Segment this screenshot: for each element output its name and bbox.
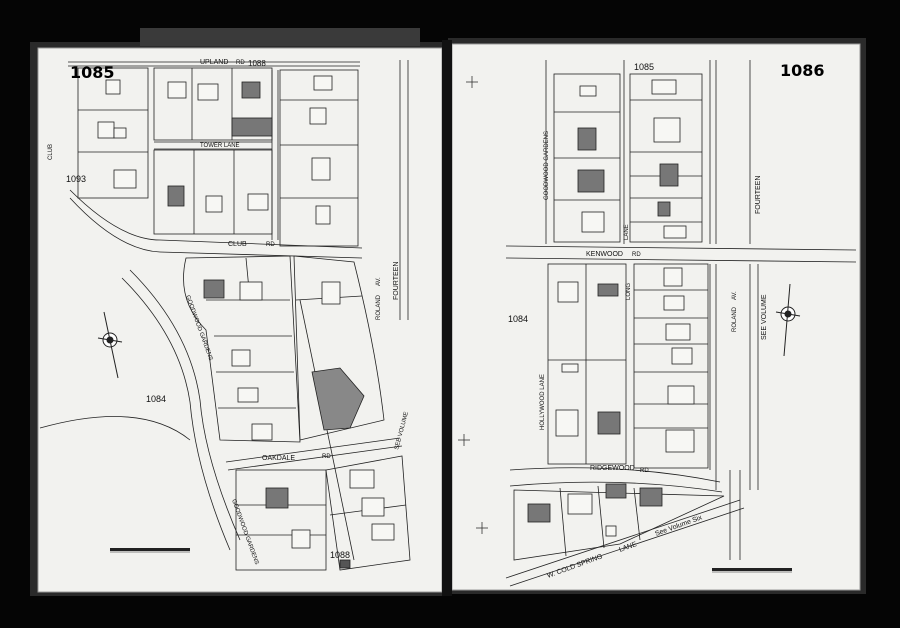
right-buildings: [527, 79, 695, 537]
adjacent-ref-bottom: 1088: [330, 550, 350, 560]
adjacent-ref-lower-left: 1084: [146, 394, 166, 404]
street-lane: LANE: [624, 224, 630, 240]
adjacent-ref-top: 1088: [248, 59, 266, 68]
scale-bar: [712, 568, 792, 573]
street-club-rd-suffix: RD: [266, 242, 275, 248]
sheet-number-1085: 1085: [70, 63, 115, 82]
north-arrow-icon: [97, 311, 123, 379]
street-oakdale-suffix: RD: [322, 454, 331, 460]
left-page: 1085 UPLAND RD 1088 TOWER LANE 1093 CLUB…: [37, 47, 443, 593]
street-tower-lane: TOWER LANE: [200, 143, 240, 149]
sheet-number-1086: 1086: [780, 61, 825, 80]
street-roland: ROLAND: [732, 306, 738, 332]
large-institutional-building: [311, 367, 365, 431]
book-gutter: [442, 40, 452, 596]
street-upland-suffix: RD: [236, 60, 245, 66]
scale-bar: [110, 548, 190, 553]
see-volume-note: SEE VOLUME: [761, 294, 768, 340]
right-page: 1086 1085 GOODWOOD GARDENS LANE KENWOOD …: [451, 43, 861, 591]
street-fourteen: FOURTEEN: [393, 262, 400, 300]
street-roland-suffix: AV.: [732, 291, 738, 300]
street-club-rd: CLUB: [228, 241, 247, 248]
street-fourteen: FOURTEEN: [755, 176, 762, 214]
street-club-side: CLUB: [48, 144, 54, 160]
registration-marks: [458, 76, 488, 534]
street-upland: UPLAND: [200, 59, 228, 66]
right-top-blocks: [505, 60, 857, 490]
top-tab: [140, 28, 420, 46]
street-ridgewood-suffix: RD: [640, 468, 649, 474]
adjacent-ref-left: 1084: [508, 314, 528, 324]
north-arrow-icon: [775, 283, 801, 357]
left-lower-blocks: [39, 255, 411, 571]
street-long: LONG: [626, 283, 632, 300]
street-roland-suffix: AV.: [376, 277, 382, 286]
street-ridgewood: RIDGEWOOD: [590, 465, 635, 472]
street-oakdale: OAKDALE: [262, 455, 295, 462]
street-kenwood: KENWOOD: [586, 251, 623, 258]
adjacent-ref-left: 1093: [66, 174, 86, 184]
left-buildings-top: [97, 75, 333, 225]
street-hollywood-lane: HOLLYWOOD LANE: [540, 374, 546, 430]
street-roland: ROLAND: [376, 294, 382, 320]
left-buildings-lower: [203, 279, 395, 569]
right-lower-blocks: [505, 263, 745, 587]
adjacent-ref-top: 1085: [634, 62, 654, 72]
street-goodwood-gardens: GOODWOOD GARDENS: [544, 131, 550, 200]
street-kenwood-suffix: RD: [632, 252, 641, 258]
